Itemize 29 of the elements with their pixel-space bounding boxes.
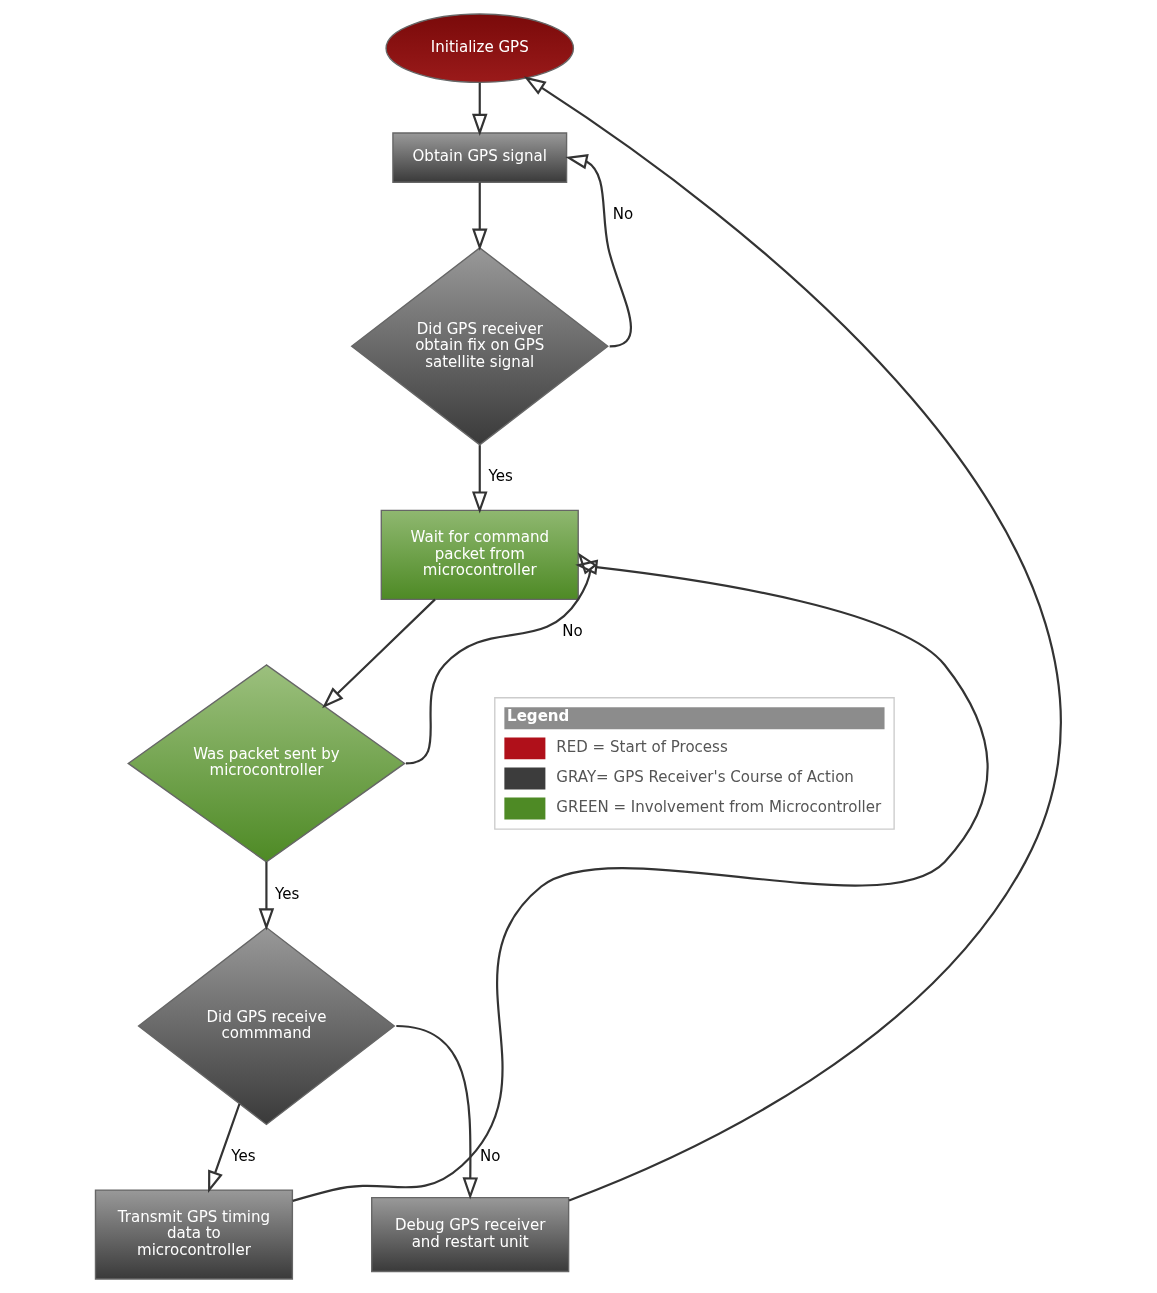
arrow bbox=[208, 1103, 241, 1194]
arrow bbox=[292, 559, 989, 1202]
node-ellipse: Initialize GPS bbox=[385, 13, 575, 84]
node-box: Transmit GPS timing data to microcontroller bbox=[94, 1189, 294, 1280]
arrow bbox=[472, 182, 488, 251]
edge-label: No bbox=[562, 621, 583, 640]
label: Legend bbox=[507, 706, 570, 725]
node-diamond: Did GPS receiver obtain fix on GPS satellite signal bbox=[350, 247, 609, 446]
legend-label: GRAY= GPS Receiver's Course of Action bbox=[556, 768, 854, 787]
legend-label: RED = Start of Process bbox=[556, 738, 728, 757]
arrow bbox=[472, 445, 488, 514]
node-box: Debug GPS receiver and restart unit bbox=[371, 1196, 570, 1273]
edge-label: Yes bbox=[231, 1147, 256, 1166]
node-diamond: Did GPS receive commmand bbox=[137, 926, 396, 1126]
arrow bbox=[396, 1024, 479, 1200]
arrow bbox=[258, 861, 275, 931]
arrow bbox=[472, 82, 488, 136]
node-diamond: Was packet sent by microcontroller bbox=[127, 664, 406, 863]
edge-label: Yes bbox=[275, 884, 300, 903]
edge-label: No bbox=[612, 204, 634, 223]
edge-label: No bbox=[480, 1147, 501, 1166]
legend-label: GREEN = Involvement from Microcontroller bbox=[556, 798, 882, 817]
arrow bbox=[405, 552, 598, 765]
edge-label: Yes bbox=[488, 467, 513, 486]
arrow bbox=[523, 76, 1062, 1202]
arrow bbox=[322, 598, 436, 709]
node-box: Obtain GPS signal bbox=[392, 132, 568, 183]
node-box: Wait for command packet from microcontroller bbox=[380, 509, 579, 600]
arrow bbox=[565, 154, 632, 348]
